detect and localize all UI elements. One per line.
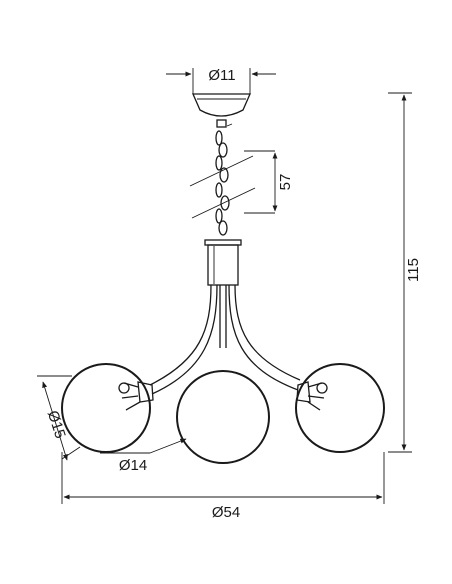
total-width-label: Ø54 <box>212 504 240 521</box>
canopy-diameter-label: Ø11 <box>208 67 235 84</box>
right-globe <box>295 363 385 453</box>
central-body <box>204 239 242 286</box>
center-globe <box>176 370 270 464</box>
total-height-label: 115 <box>405 258 422 282</box>
lamp-arms <box>149 284 301 395</box>
dim-total-height: 115 <box>388 92 422 453</box>
dim-chain-length: 57 <box>272 152 294 212</box>
center-globe-diameter-label: Ø14 <box>119 457 147 474</box>
chain <box>189 130 275 236</box>
dim-total-width: Ø54 <box>61 452 385 521</box>
dim-side-globe-diameter: Ø15 <box>37 375 81 461</box>
chain-length-label: 57 <box>277 174 294 191</box>
left-globe <box>61 363 154 453</box>
dim-canopy-diameter: Ø11 <box>166 67 276 94</box>
side-globe-diameter-label: Ø15 <box>44 408 69 440</box>
dim-center-globe-diameter: Ø14 <box>100 438 187 474</box>
ceiling-canopy <box>192 93 251 128</box>
